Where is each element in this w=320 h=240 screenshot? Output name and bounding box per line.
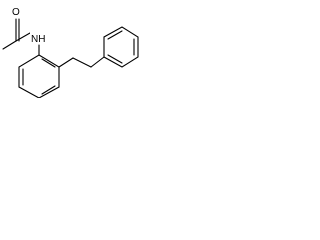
nitrogen-atom-label: NH bbox=[31, 34, 45, 45]
bond-ch2-phenyl bbox=[90, 56, 105, 68]
bond-ring-ch2 bbox=[58, 57, 74, 68]
phenyl-ring-double-1 bbox=[107, 30, 123, 40]
bond-methyl-carbonyl bbox=[2, 40, 17, 50]
aniline-ring-double-3 bbox=[41, 58, 56, 68]
bond-ch2-ch2 bbox=[72, 57, 92, 68]
nitrogen-label-bg bbox=[30, 31, 48, 44]
oxygen-label-bg bbox=[12, 5, 23, 17]
bond-carbonyl-nitrogen bbox=[15, 32, 31, 42]
oxygen-atom-label: O bbox=[12, 7, 20, 18]
phenyl-ring bbox=[103, 26, 139, 68]
phenyl-ring-double-3 bbox=[107, 54, 123, 64]
chemical-structure: O NH bbox=[2, 5, 139, 98]
aniline-ring bbox=[18, 54, 60, 98]
aniline-ring-double-2 bbox=[41, 85, 56, 95]
